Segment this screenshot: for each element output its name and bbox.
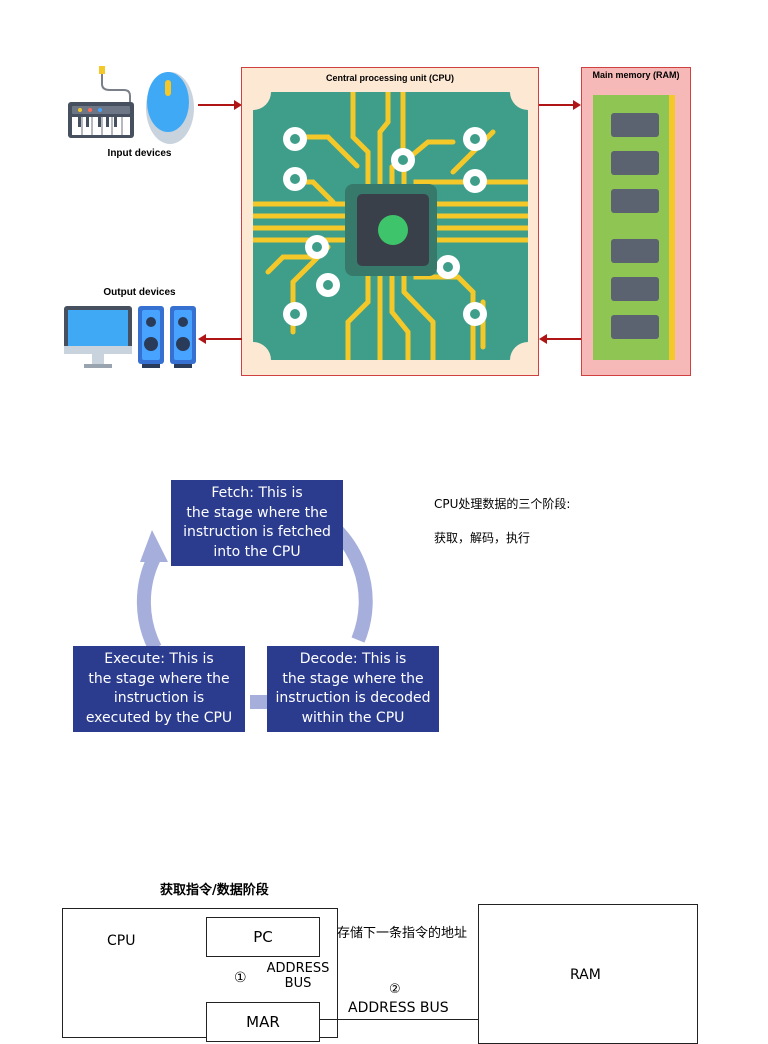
input-devices-label: Input devices [107, 148, 172, 159]
internal-address-bus-line1: ADDRESS [266, 961, 330, 976]
fetch-stage-box: Fetch: This is the stage where the instr… [171, 480, 343, 566]
address-bus-line [320, 1019, 479, 1020]
ram-label: Main memory (RAM) [592, 70, 680, 80]
cpu-label: Central processing unit (CPU) [325, 73, 454, 83]
pc-register: PC [206, 917, 320, 957]
arrow-input-to-cpu [198, 100, 242, 110]
mar-register: MAR [206, 1002, 320, 1042]
internal-address-bus-label: ADDRESS BUS [263, 961, 333, 991]
cycle-note-stages: 获取，解码，执行 [434, 531, 531, 545]
input-devices-icon [68, 66, 194, 144]
cycle-note-title: CPU处理数据的三个阶段: [434, 497, 571, 511]
ram-outline-label: RAM [570, 967, 601, 983]
output-devices-label: Output devices [103, 287, 176, 298]
cpu-outline-label: CPU [107, 933, 136, 949]
arrow-ram-to-cpu [539, 334, 581, 344]
internal-address-bus-line2: BUS [284, 976, 312, 991]
step-2-marker: ② [389, 982, 401, 997]
fetch-stage-heading: 获取指令/数据阶段 [160, 883, 269, 898]
ram-module-icon [593, 95, 675, 360]
decode-stage-box: Decode: This is the stage where the inst… [267, 646, 439, 732]
output-devices-icon [64, 306, 196, 368]
cycle-arrow-spacer [36, 470, 56, 490]
pc-note: 存储下一条指令的地址 [337, 926, 468, 941]
external-address-bus-label: ADDRESS BUS [348, 1000, 449, 1016]
execute-stage-box: Execute: This is the stage where the ins… [73, 646, 245, 732]
arrow-cpu-to-output [198, 334, 242, 344]
cpu-chip-icon [253, 92, 528, 360]
arrow-cpu-to-ram [539, 100, 581, 110]
step-1-marker: ① [234, 970, 247, 986]
